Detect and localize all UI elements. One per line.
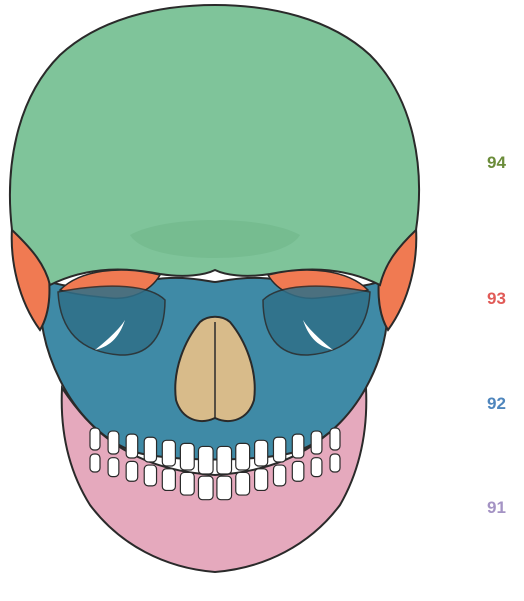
upper-tooth (108, 431, 119, 454)
upper-tooth (90, 428, 100, 450)
upper-tooth (217, 446, 232, 474)
upper-tooth (144, 437, 156, 462)
upper-tooth (162, 440, 175, 466)
upper-tooth (311, 431, 322, 454)
lower-tooth (198, 476, 213, 500)
lower-tooth (180, 472, 194, 495)
lower-tooth (90, 454, 100, 472)
lower-tooth (108, 458, 119, 477)
lower-tooth (217, 476, 232, 500)
region-label-92: 92 (487, 394, 506, 414)
lower-tooth (255, 469, 268, 491)
upper-tooth (255, 440, 268, 466)
upper-tooth (198, 446, 213, 474)
upper-tooth (236, 443, 250, 470)
upper-tooth (330, 428, 340, 450)
region-label-91: 91 (487, 498, 506, 518)
upper-tooth (292, 434, 304, 458)
lower-tooth (144, 465, 156, 486)
region-label-94: 94 (487, 153, 506, 173)
lower-tooth (311, 458, 322, 477)
lower-tooth (236, 472, 250, 495)
lower-tooth (273, 465, 285, 486)
upper-tooth (273, 437, 285, 462)
lower-tooth (292, 461, 304, 481)
lower-tooth (162, 469, 175, 491)
lower-tooth (126, 461, 138, 481)
skull-svg (0, 0, 430, 596)
lower-tooth (330, 454, 340, 472)
upper-tooth (180, 443, 194, 470)
skull-illustration (0, 0, 430, 596)
upper-tooth (126, 434, 138, 458)
region-label-93: 93 (487, 289, 506, 309)
